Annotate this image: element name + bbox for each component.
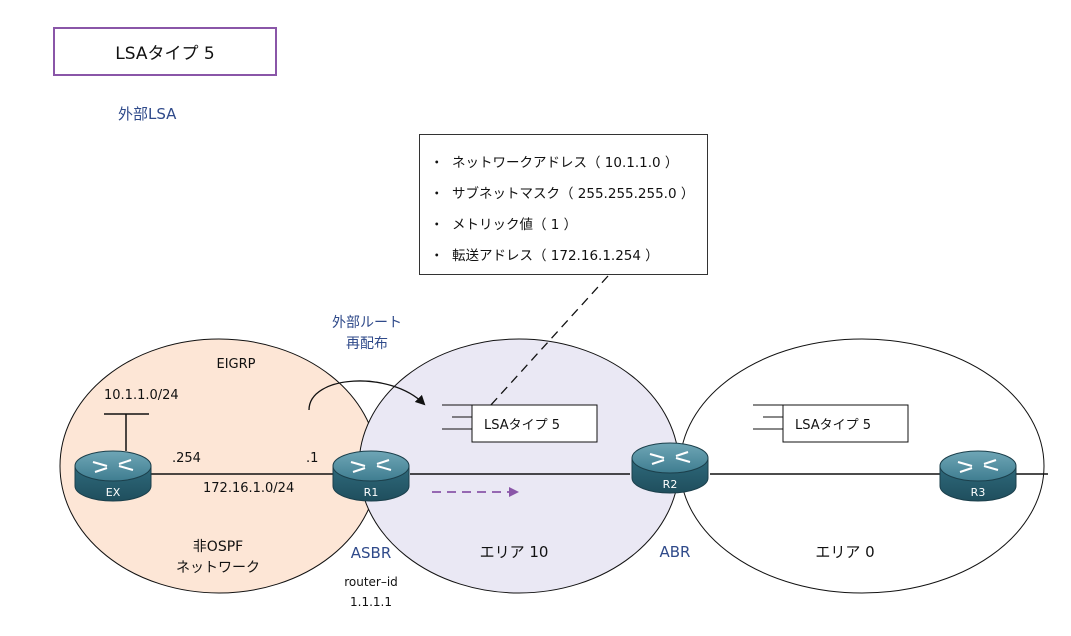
eigrp-label: EIGRP bbox=[217, 357, 256, 372]
redistribution-arrow bbox=[308, 380, 426, 411]
router-r1: R1 bbox=[332, 450, 410, 502]
info-item-text: 転送アドレス（ 172.16.1.254 ） bbox=[452, 247, 659, 264]
area10-label: エリア 10 bbox=[480, 543, 549, 561]
router-id-label: router–id bbox=[344, 575, 398, 589]
title-text: LSAタイプ 5 bbox=[115, 44, 215, 64]
info-item-subnet-mask: ・サブネットマスク（ 255.255.255.0 ） bbox=[430, 176, 707, 207]
router-r3: R3 bbox=[939, 450, 1017, 502]
redistribution-label-line1: 外部ルート bbox=[332, 315, 402, 331]
router-r1-label: R1 bbox=[364, 486, 379, 499]
lsa-box-area10: LSAタイプ 5 bbox=[441, 404, 598, 443]
non-ospf-label-line1: 非OSPF bbox=[193, 539, 243, 555]
info-item-forwarding-address: ・転送アドレス（ 172.16.1.254 ） bbox=[430, 238, 707, 269]
info-item-text: メトリック値（ 1 ） bbox=[452, 216, 578, 233]
r1-interface-label: .1 bbox=[306, 451, 318, 466]
info-item-network-address: ・ネットワークアドレス（ 10.1.1.0 ） bbox=[430, 145, 707, 176]
lsa-label-area0: LSAタイプ 5 bbox=[795, 418, 871, 433]
abr-label: ABR bbox=[660, 543, 691, 561]
asbr-label: ASBR bbox=[351, 544, 392, 562]
link-network-label: 172.16.1.0/24 bbox=[203, 481, 294, 496]
lsa-info-box: ・ネットワークアドレス（ 10.1.1.0 ） ・サブネットマスク（ 255.2… bbox=[419, 134, 708, 275]
router-id-value: 1.1.1.1 bbox=[350, 595, 392, 609]
router-r3-label: R3 bbox=[971, 486, 986, 499]
redistribution-label-line2: 再配布 bbox=[346, 336, 388, 352]
area0-label: エリア 0 bbox=[815, 543, 874, 561]
router-ex: EX bbox=[74, 450, 152, 502]
info-item-text: ネットワークアドレス（ 10.1.1.0 ） bbox=[452, 154, 679, 171]
info-item-text: サブネットマスク（ 255.255.255.0 ） bbox=[452, 185, 695, 202]
ex-interface-label: .254 bbox=[172, 451, 201, 466]
subtitle: 外部LSA bbox=[118, 105, 177, 123]
title-box: LSAタイプ 5 bbox=[53, 27, 277, 76]
router-r2-label: R2 bbox=[663, 478, 678, 491]
eigrp-network-label: 10.1.1.0/24 bbox=[104, 388, 179, 403]
lsa-label-area10: LSAタイプ 5 bbox=[484, 418, 560, 433]
router-r2: R2 bbox=[631, 442, 709, 494]
lsa-box-area0: LSAタイプ 5 bbox=[752, 404, 909, 443]
non-ospf-label-line2: ネットワーク bbox=[176, 560, 260, 576]
router-ex-label: EX bbox=[106, 486, 121, 499]
info-item-metric: ・メトリック値（ 1 ） bbox=[430, 207, 707, 238]
